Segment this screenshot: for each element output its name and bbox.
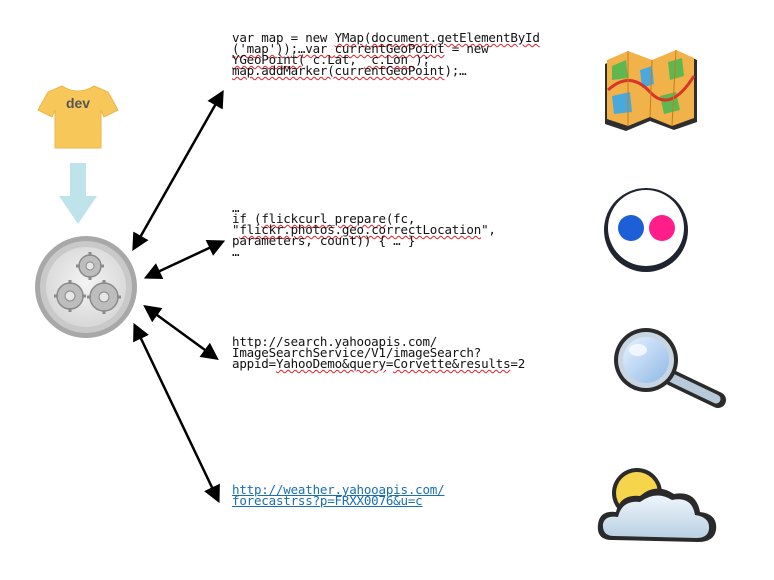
code-text: if ( (232, 211, 262, 226)
weather-url: http://weather.yahooapis.com/ forecastrs… (232, 482, 445, 508)
arrow-to-ymap (132, 89, 224, 252)
code-text: var map = new (232, 30, 335, 45)
code-text: flickcurl_prepare (261, 211, 386, 226)
code-text: ", (481, 222, 496, 237)
weather-icon (597, 468, 717, 542)
arrow-to-search (143, 304, 219, 361)
code-text: currentGeoPoint (334, 41, 445, 56)
map-icon (605, 49, 697, 131)
code-text: appid= (232, 356, 276, 371)
code-text: … (232, 244, 240, 259)
code-text: … (232, 200, 240, 215)
arrow-to-flickr (143, 239, 226, 280)
code-text: " (232, 222, 240, 237)
code-text: ); (415, 52, 430, 67)
code-text: =2 (510, 356, 526, 371)
magnifier-icon (614, 328, 726, 408)
code-text: (fc, (385, 211, 416, 226)
code-text: c.Lon (363, 52, 416, 67)
flickr-code-snippet: … if (flickcurl_prepare(fc, "flickr.phot… (232, 200, 496, 259)
weather-link[interactable]: forecastrss?p=FRXX0076&u=c (232, 493, 423, 508)
arrow-to-weather (133, 322, 220, 504)
code-text: YMap(document.getElementById (334, 30, 540, 45)
code-text: YGeoPoint( (232, 52, 306, 67)
gears-icon (35, 236, 137, 338)
code-text: );… (444, 63, 467, 78)
code-text: Corvette&results (393, 356, 511, 371)
dev-label: dev (66, 95, 90, 111)
code-text: = (385, 356, 394, 371)
ymap-code-snippet: var map = new YMap(document.getElementBy… (232, 30, 540, 78)
weather-link[interactable]: http://weather.yahooapis.com/ (232, 482, 445, 497)
code-text: http://search.yahooapis.com/ (232, 334, 438, 349)
code-text: map.addMarker(currentGeoPoint (232, 63, 445, 78)
image-search-url: http://search.yahooapis.com/ ImageSearch… (232, 334, 526, 371)
down-arrow-icon (59, 163, 97, 224)
code-text: flickr.photos.geo.correctLocation (239, 222, 482, 237)
code-text: c.Lat, (305, 52, 364, 67)
code-text: parameters, count)) { … } (232, 233, 416, 248)
code-text: YahooDemo&query (275, 356, 386, 371)
code-text: = new (444, 41, 489, 56)
code-text: ('map'));…var (232, 41, 335, 56)
code-text: ImageSearchService/V1/imageSearch? (232, 345, 482, 360)
t-shirt-icon: dev (37, 85, 119, 149)
flickr-icon (604, 188, 688, 272)
